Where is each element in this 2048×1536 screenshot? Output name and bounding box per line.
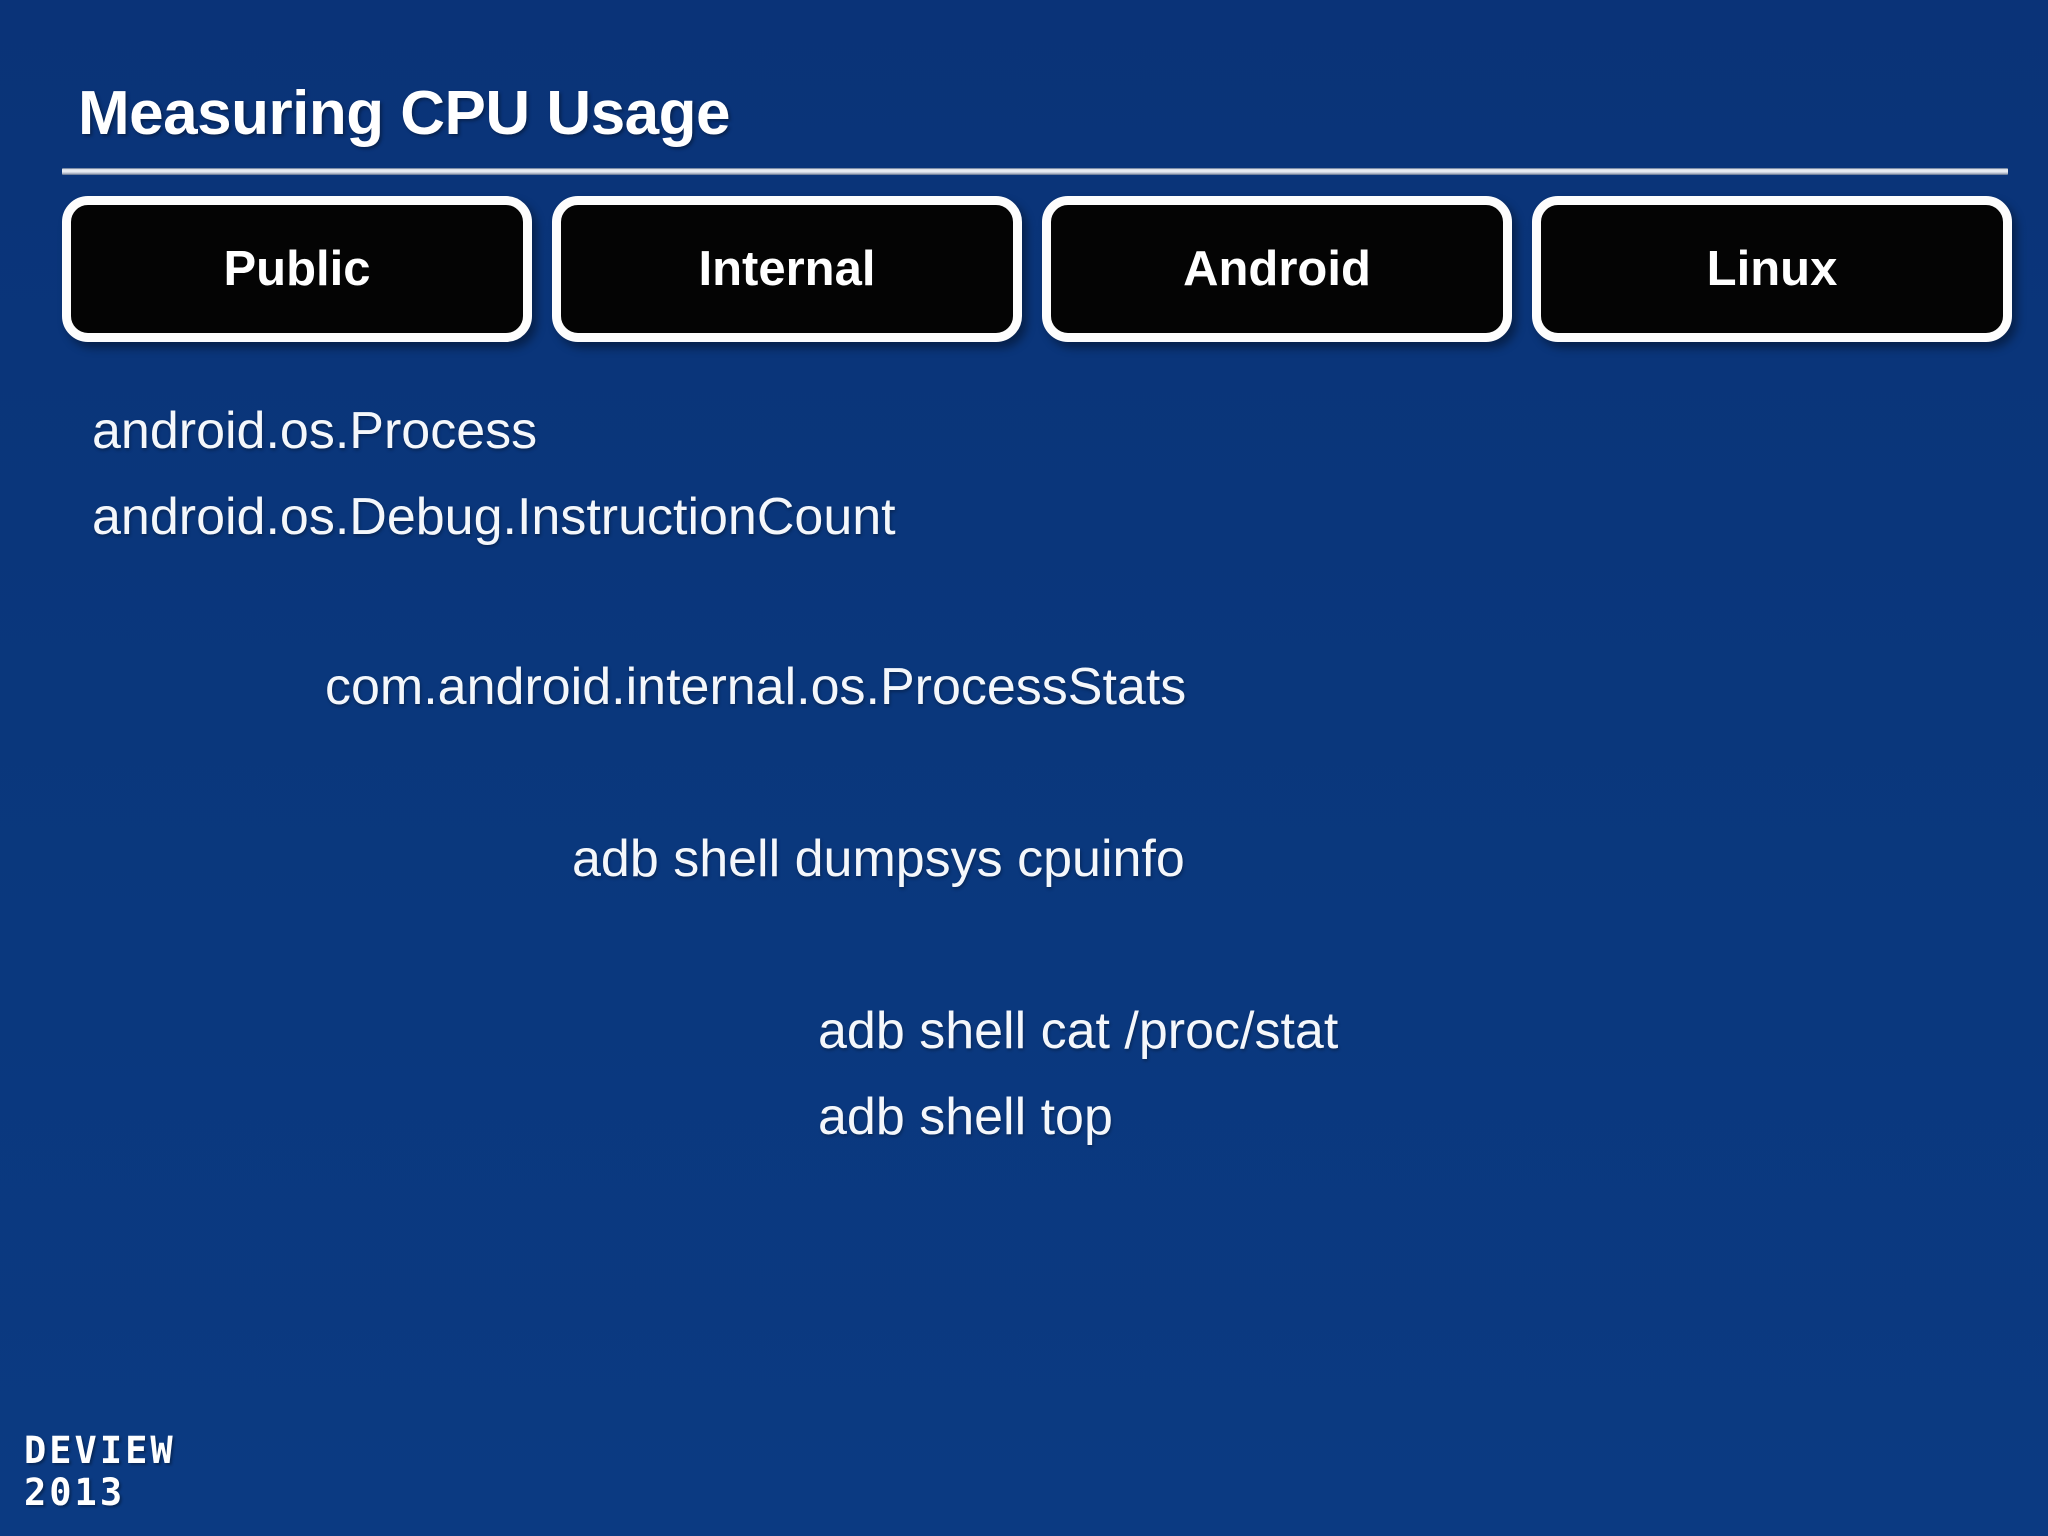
api-block-linux: adb shell cat /proc/stat adb shell top (818, 988, 1338, 1160)
deview-logo-name: DEVIEW (24, 1429, 176, 1472)
title-divider (62, 168, 2008, 175)
tab-android[interactable]: Android (1042, 196, 1512, 342)
tab-internal-label: Internal (698, 242, 876, 296)
tab-button-row: Public Internal Android Linux (62, 196, 2012, 342)
tab-linux[interactable]: Linux (1532, 196, 2012, 342)
tab-public-label: Public (223, 242, 371, 296)
deview-logo-year: 2013 (24, 1471, 126, 1514)
api-line: android.os.Debug.InstructionCount (92, 488, 896, 546)
api-line: android.os.Process (92, 402, 538, 460)
page-title: Measuring CPU Usage (78, 79, 731, 148)
tab-public[interactable]: Public (62, 196, 532, 342)
tab-linux-label: Linux (1706, 242, 1838, 296)
api-block-internal: com.android.internal.os.ProcessStats (325, 644, 1186, 730)
tab-internal[interactable]: Internal (552, 196, 1022, 342)
api-line: adb shell cat /proc/stat (818, 1002, 1339, 1060)
api-line: adb shell dumpsys cpuinfo (572, 830, 1185, 888)
deview-logo: DEVIEW 2013 (24, 1430, 176, 1514)
api-line: com.android.internal.os.ProcessStats (325, 658, 1187, 716)
api-line: adb shell top (818, 1088, 1113, 1146)
api-block-android: adb shell dumpsys cpuinfo (572, 816, 1185, 902)
tab-android-label: Android (1183, 242, 1371, 296)
api-block-public: android.os.Process android.os.Debug.Inst… (92, 388, 896, 560)
